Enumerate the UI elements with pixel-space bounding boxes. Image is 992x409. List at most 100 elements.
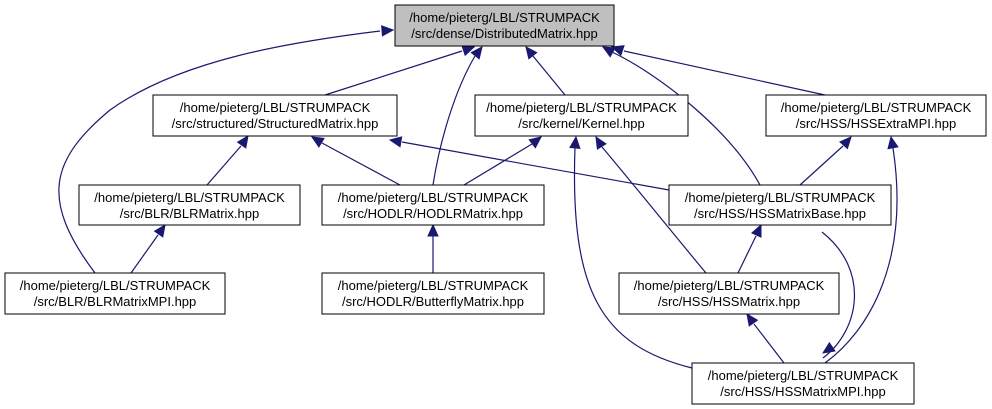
node-label-line1: /home/pieterg/LBL/STRUMPACK [338, 190, 529, 205]
arrowhead-icon [388, 136, 403, 148]
node-label-line1: /home/pieterg/LBL/STRUMPACK [685, 190, 876, 205]
node-box [691, 362, 915, 405]
node-blrmpi[interactable]: /home/pieterg/LBL/STRUMPACK/src/BLR/BLRM… [4, 272, 226, 315]
node-label-line2: /src/BLR/BLRMatrixMPI.hpp [34, 294, 197, 309]
edge-hssbase-to-hssextra [799, 136, 852, 186]
node-label-line2: /src/HSS/HSSMatrixBase.hpp [694, 206, 866, 221]
node-box [321, 184, 545, 226]
node-label-line1: /home/pieterg/LBL/STRUMPACK [486, 100, 677, 115]
edge-hssmpi-to-kernel [569, 135, 693, 369]
node-kernel[interactable]: /home/pieterg/LBL/STRUMPACK/src/kernel/K… [474, 94, 689, 137]
node-box [78, 184, 301, 226]
edge-hssmpi-to-hssbase [821, 231, 856, 359]
edges-layer [58, 25, 899, 369]
edge-hssbase-to-distributed [601, 46, 761, 186]
arrowhead-icon [610, 45, 625, 57]
node-box [152, 94, 398, 137]
node-distributed: /home/pieterg/LBL/STRUMPACK/src/dense/Di… [394, 4, 615, 47]
arrowhead-icon [821, 341, 836, 354]
arrowhead-icon [470, 46, 483, 60]
node-blr[interactable]: /home/pieterg/LBL/STRUMPACK/src/BLR/BLRM… [78, 184, 301, 226]
node-label-line2: /src/HODLR/ButterflyMatrix.hpp [342, 294, 524, 309]
node-hssbase[interactable]: /home/pieterg/LBL/STRUMPACK/src/HSS/HSSM… [668, 184, 892, 226]
arrowhead-icon [381, 25, 395, 37]
edge-line [432, 55, 476, 186]
arrowhead-icon [236, 135, 249, 149]
node-label-line1: /home/pieterg/LBL/STRUMPACK [338, 278, 529, 293]
node-label-line2: /src/structured/StructuredMatrix.hpp [172, 116, 379, 131]
edge-hssmatrix-to-kernel [595, 135, 707, 274]
node-label-line1: /home/pieterg/LBL/STRUMPACK [180, 100, 371, 115]
edge-line [206, 145, 242, 186]
node-label-line2: /src/dense/DistributedMatrix.hpp [411, 26, 597, 41]
node-box [321, 272, 545, 315]
node-box [474, 94, 689, 137]
edge-line [321, 142, 401, 186]
node-label-line1: /home/pieterg/LBL/STRUMPACK [409, 10, 600, 25]
node-box [394, 4, 615, 47]
node-label-line1: /home/pieterg/LBL/STRUMPACK [781, 100, 972, 115]
edge-hodlr-to-kernel [463, 136, 542, 186]
edge-line [401, 141, 670, 191]
arrowhead-icon [595, 135, 607, 150]
node-label-line2: /src/HSS/HSSExtraMPI.hpp [796, 116, 956, 131]
node-hssextra[interactable]: /home/pieterg/LBL/STRUMPACK/src/HSS/HSSE… [765, 94, 987, 137]
node-label-line2: /src/kernel/Kernel.hpp [518, 116, 644, 131]
node-label-line1: /home/pieterg/LBL/STRUMPACK [94, 190, 285, 205]
edge-blrmpi-to-blr [130, 224, 166, 274]
edge-line [58, 30, 381, 274]
node-hssmatrix[interactable]: /home/pieterg/LBL/STRUMPACK/src/HSS/HSSM… [618, 272, 840, 315]
arrowhead-icon [310, 136, 325, 148]
node-label-line1: /home/pieterg/LBL/STRUMPACK [20, 278, 211, 293]
edge-line [821, 231, 856, 359]
edge-line [601, 146, 707, 274]
node-label-line2: /src/BLR/BLRMatrix.hpp [120, 206, 259, 221]
edge-line [463, 143, 533, 186]
node-label-line2: /src/HODLR/HODLRMatrix.hpp [343, 206, 523, 221]
node-hssmpi[interactable]: /home/pieterg/LBL/STRUMPACK/src/HSS/HSSM… [691, 362, 915, 405]
node-butterfly[interactable]: /home/pieterg/LBL/STRUMPACK/src/HODLR/Bu… [321, 272, 545, 315]
edge-hssbase-to-structured [388, 136, 670, 191]
node-hodlr[interactable]: /home/pieterg/LBL/STRUMPACK/src/HODLR/HO… [321, 184, 545, 226]
arrowhead-icon [528, 136, 542, 149]
node-box [668, 184, 892, 226]
arrowhead-icon [750, 223, 762, 238]
edge-hssmpi-to-hssextra [824, 135, 899, 364]
arrowhead-icon [153, 224, 166, 238]
node-label-line1: /home/pieterg/LBL/STRUMPACK [634, 278, 825, 293]
edge-line [130, 234, 159, 274]
nodes-layer: /home/pieterg/LBL/STRUMPACK/src/dense/Di… [4, 4, 987, 405]
arrowhead-icon [746, 313, 759, 327]
edge-line [611, 51, 761, 186]
edge-line [824, 147, 898, 364]
edge-line [324, 50, 463, 96]
edge-line [532, 55, 566, 96]
edge-hssmatrix-to-hssbase [737, 223, 762, 274]
node-label-line2: /src/HSS/HSSMatrix.hpp [658, 294, 800, 309]
arrowhead-icon [569, 135, 581, 150]
arrowhead-icon [525, 46, 538, 60]
node-box [618, 272, 840, 315]
edge-kernel-to-distributed [525, 46, 566, 96]
edge-line [573, 146, 693, 369]
edge-line [737, 235, 757, 274]
edge-line [799, 145, 844, 186]
edge-blrmpi-to-distributed [58, 25, 395, 274]
node-structured[interactable]: /home/pieterg/LBL/STRUMPACK/src/structur… [152, 94, 398, 137]
edge-line [753, 323, 785, 364]
node-box [4, 272, 226, 315]
node-label-line1: /home/pieterg/LBL/STRUMPACK [708, 368, 899, 383]
edge-hodlr-to-structured [310, 136, 401, 186]
node-label-line2: /src/HSS/HSSMatrixMPI.hpp [720, 384, 885, 399]
edge-line [623, 50, 826, 96]
arrowhead-icon [887, 135, 899, 150]
edge-structured-to-distributed [324, 45, 476, 96]
arrowhead-icon [427, 223, 439, 237]
arrowhead-icon [839, 136, 852, 150]
edge-hodlr-to-distributed [432, 46, 483, 186]
edge-hssextra-to-distributed [610, 45, 826, 96]
edge-butterfly-to-hodlr [427, 223, 439, 273]
arrowhead-icon [601, 46, 616, 58]
node-box [765, 94, 987, 137]
